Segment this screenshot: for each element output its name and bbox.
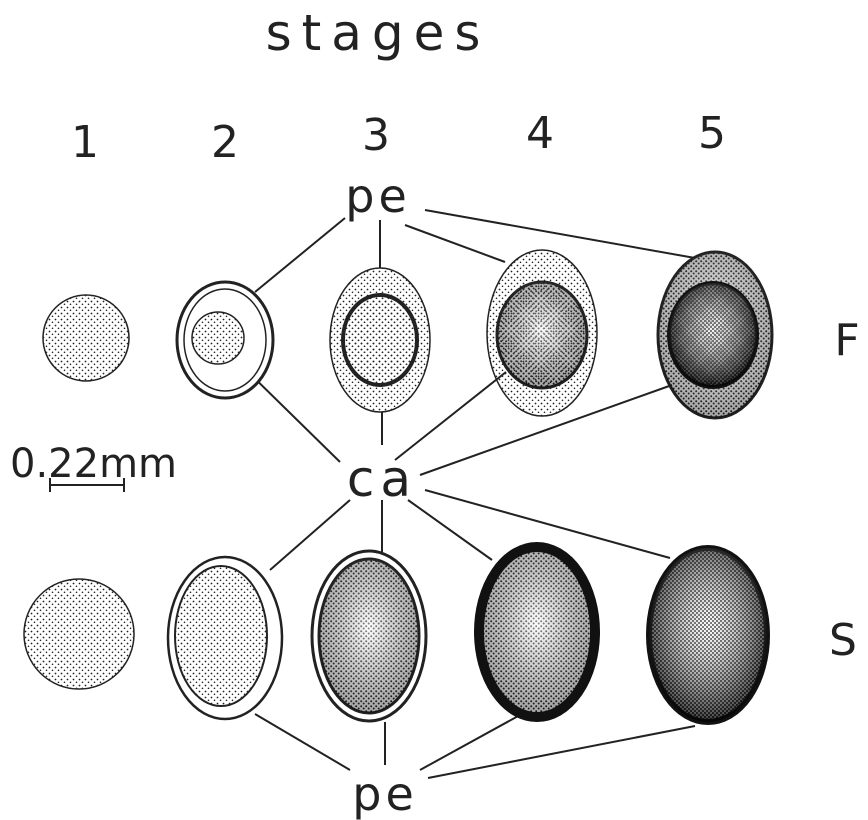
stage-number-4: 4 <box>526 108 554 159</box>
seed-f5 <box>658 252 772 418</box>
stage-number-5: 5 <box>698 108 726 159</box>
stage-number-2: 2 <box>211 117 239 168</box>
seed-f2 <box>177 282 273 398</box>
seed-s3 <box>312 551 426 721</box>
seed-f4 <box>487 250 597 416</box>
seed-s5 <box>649 548 767 722</box>
seed-s1 <box>24 579 134 689</box>
scale-bar: 0.22mm <box>10 441 177 492</box>
leader-lines <box>238 210 695 778</box>
seed-s4 <box>479 547 595 717</box>
row-f <box>43 250 772 418</box>
seed-f1 <box>43 295 129 381</box>
row-s <box>24 547 767 722</box>
label-pe-bottom: pe <box>352 767 418 820</box>
stage-number-3: 3 <box>362 110 390 161</box>
title: stages <box>266 4 491 62</box>
label-row-s: S <box>829 615 857 666</box>
stage-number-1: 1 <box>71 117 99 168</box>
label-row-f: F <box>834 315 859 366</box>
label-ca: ca <box>347 450 417 508</box>
seed-s2 <box>168 557 282 719</box>
seed-f3 <box>330 268 430 412</box>
scale-bar-label: 0.22mm <box>10 441 177 487</box>
label-pe-top: pe <box>345 169 411 223</box>
